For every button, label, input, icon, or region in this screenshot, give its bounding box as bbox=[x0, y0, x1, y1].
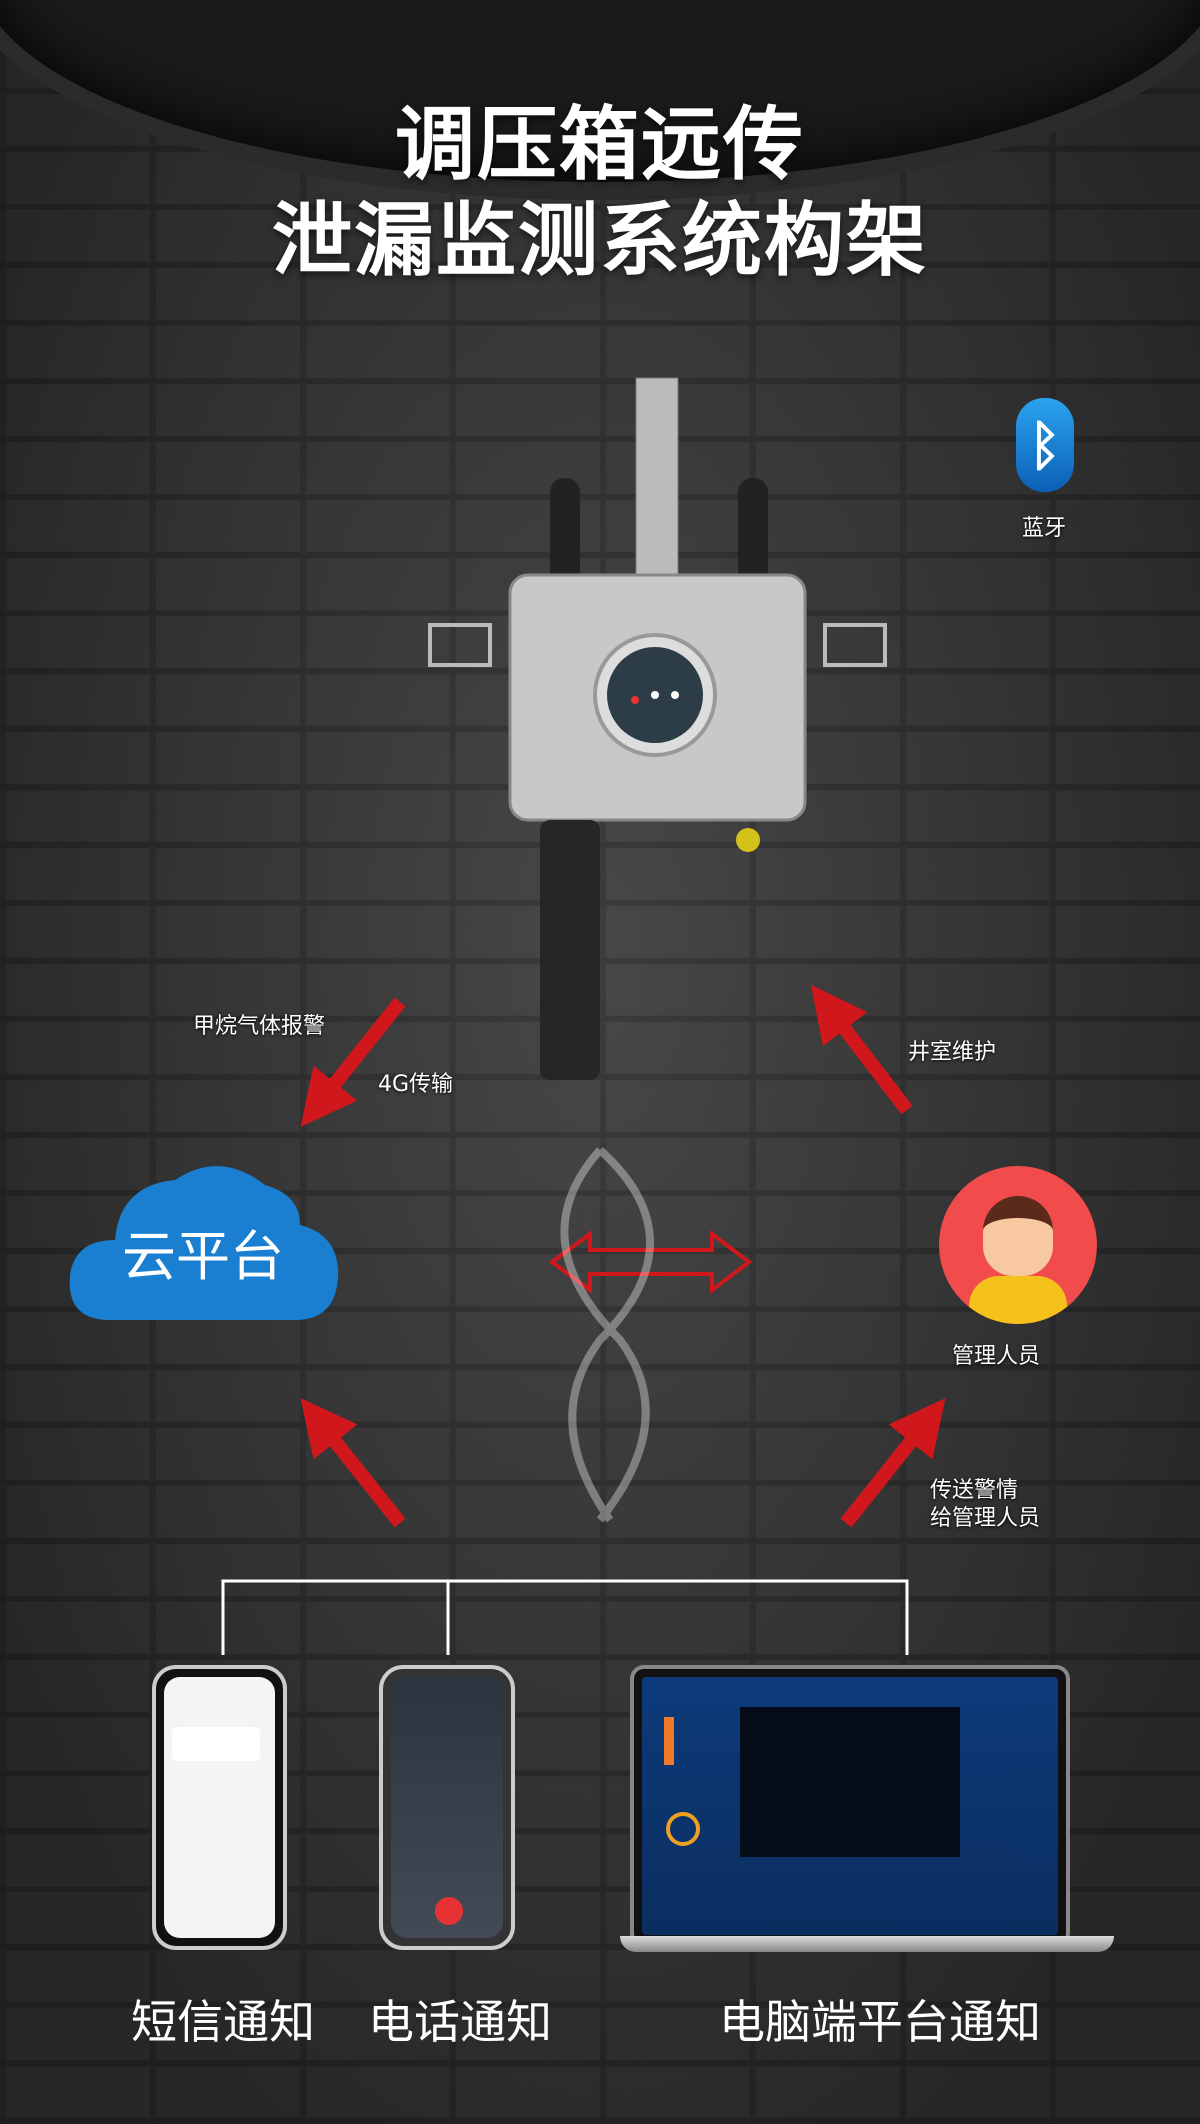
manager-avatar bbox=[939, 1166, 1097, 1324]
arrow-methane-alarm bbox=[300, 997, 406, 1127]
laptop-base bbox=[620, 1936, 1114, 1952]
arrow-well-maintenance bbox=[810, 984, 913, 1115]
sms-phone bbox=[152, 1665, 287, 1950]
bluetooth-label: 蓝牙 bbox=[1022, 516, 1067, 541]
double-arrow bbox=[548, 1229, 753, 1295]
call-notification-label: 电话通知 bbox=[368, 1995, 552, 2049]
well-maintenance-label: 井室维护 bbox=[908, 1040, 997, 1065]
arrow-to-manager bbox=[840, 1398, 946, 1528]
page-title-line1: 调压箱远传 bbox=[395, 98, 805, 191]
manager-label: 管理人员 bbox=[952, 1344, 1041, 1369]
pc-notification-label: 电脑端平台通知 bbox=[719, 1995, 1041, 2049]
laptop-dashboard bbox=[630, 1665, 1070, 1947]
cloud-platform-label: 云平台 bbox=[122, 1225, 284, 1288]
leak-detector-device bbox=[428, 377, 887, 1080]
cloud-shape bbox=[69, 1166, 339, 1320]
call-phone bbox=[379, 1665, 515, 1950]
send-alert-label-2: 给管理人员 bbox=[930, 1506, 1041, 1531]
transmission-label: 4G传输 bbox=[378, 1072, 454, 1097]
page-title-line2: 泄漏监测系统构架 bbox=[272, 194, 928, 287]
methane-alarm-label: 甲烷气体报警 bbox=[193, 1014, 326, 1039]
sms-notification-label: 短信通知 bbox=[131, 1995, 315, 2049]
arrow-to-cloud bbox=[300, 1398, 406, 1528]
connector-lines bbox=[221, 1579, 909, 1655]
bluetooth-icon: ᛒ bbox=[1016, 398, 1074, 492]
send-alert-label-1: 传送警情 bbox=[930, 1478, 1019, 1503]
